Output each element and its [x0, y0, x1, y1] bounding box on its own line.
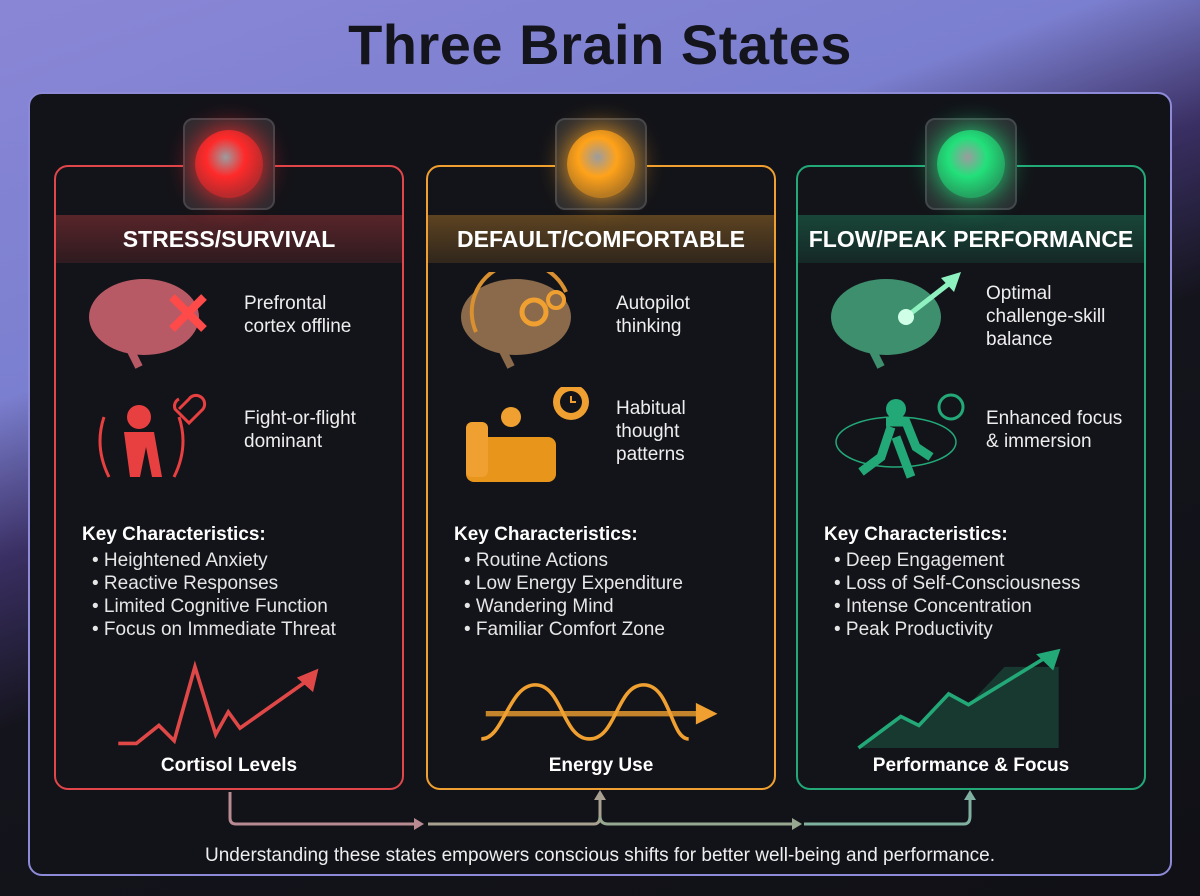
state-title: FLOW/PEAK PERFORMANCE	[808, 225, 1134, 252]
trend-line	[857, 648, 1061, 750]
chart-label: Cortisol Levels	[160, 755, 298, 776]
characteristic-item: • Heightened Anxiety	[92, 550, 268, 571]
chart-label: Performance & Focus	[872, 755, 1070, 776]
traffic-light	[925, 118, 1017, 210]
default-light-icon	[567, 130, 635, 198]
key-characteristics-heading: Key Characteristics:	[454, 524, 638, 545]
transition-arrows	[228, 790, 976, 830]
characteristic-item: • Familiar Comfort Zone	[464, 619, 665, 640]
trait-line: thinking	[616, 316, 682, 337]
page-title: Three Brain States	[348, 13, 852, 76]
characteristic-item: • Routine Actions	[464, 550, 608, 571]
state-header: FLOW/PEAK PERFORMANCE	[798, 215, 1144, 263]
brain-x-icon	[89, 279, 207, 369]
brain-gears-icon	[461, 272, 571, 369]
characteristic-item: • Deep Engagement	[834, 550, 1005, 571]
state-header: STRESS/SURVIVAL	[56, 215, 402, 263]
characteristic-item: • Loss of Self-Consciousness	[834, 573, 1081, 594]
footer-caption: Understanding these states empowers cons…	[205, 845, 995, 866]
trait-line: thought	[616, 421, 680, 442]
trend-line	[118, 660, 319, 746]
characteristic-item: • Wandering Mind	[464, 596, 614, 617]
trait-line: Autopilot	[616, 293, 690, 314]
trait-line: dominant	[244, 431, 323, 452]
trend-chart	[118, 660, 319, 746]
brain-arrow-icon	[831, 272, 961, 369]
stressed-person-heartbeat-icon	[98, 393, 207, 478]
trait-line: Enhanced focus	[986, 408, 1123, 429]
state-title: DEFAULT/COMFORTABLE	[457, 225, 745, 252]
flow-light-icon	[937, 130, 1005, 198]
person-armchair-clock-icon	[466, 387, 589, 482]
characteristic-item: • Reactive Responses	[92, 573, 279, 594]
state-title: STRESS/SURVIVAL	[122, 225, 336, 252]
stress-light-icon	[195, 130, 263, 198]
running-person-target-icon	[835, 393, 965, 479]
state-header: DEFAULT/COMFORTABLE	[428, 215, 774, 263]
characteristic-item: • Limited Cognitive Function	[92, 596, 328, 617]
trait-line: & immersion	[986, 431, 1092, 452]
characteristic-item: • Peak Productivity	[834, 619, 993, 640]
trend-chart	[857, 648, 1061, 750]
characteristic-item: • Low Energy Expenditure	[464, 573, 683, 594]
trait-line: Fight-or-flight	[244, 408, 356, 429]
trait-line: patterns	[616, 444, 685, 465]
trait-line: balance	[986, 329, 1053, 350]
trait-line: cortex offline	[244, 316, 352, 337]
trait-text: Enhanced focus& immersion	[986, 407, 1122, 453]
trend-chart	[480, 683, 718, 741]
trend-line	[480, 683, 718, 741]
traffic-light	[183, 118, 275, 210]
characteristic-item: • Focus on Immediate Threat	[92, 619, 336, 640]
key-characteristics-heading: Key Characteristics:	[824, 524, 1008, 545]
key-characteristics-heading: Key Characteristics:	[82, 524, 266, 545]
characteristic-item: • Intense Concentration	[834, 596, 1032, 617]
traffic-light	[555, 118, 647, 210]
trait-line: Prefrontal	[244, 293, 327, 314]
chart-label: Energy Use	[548, 755, 654, 776]
trait-line: Habitual	[616, 398, 686, 419]
trait-line: Optimal	[986, 283, 1052, 304]
trait-line: challenge-skill	[986, 306, 1106, 327]
